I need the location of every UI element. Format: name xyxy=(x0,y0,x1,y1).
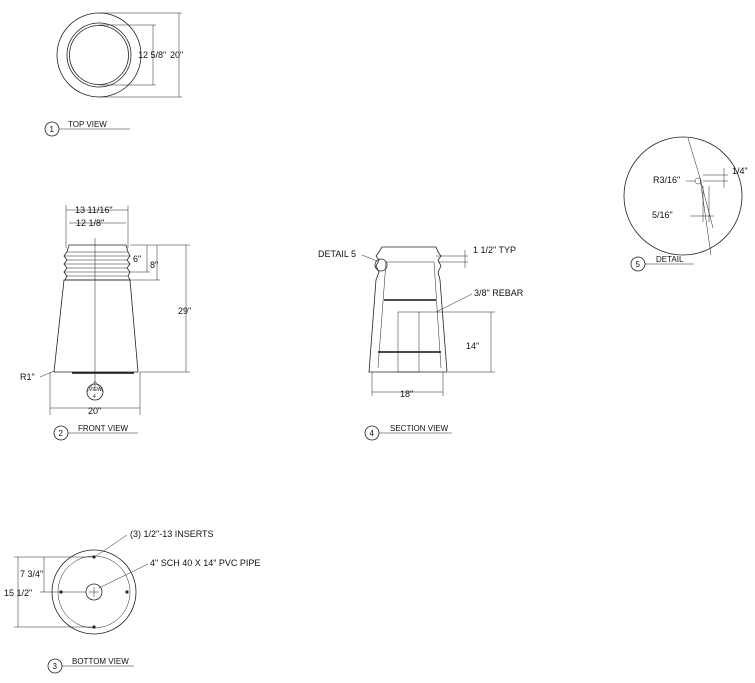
top-dim-inner: 12 5/8" xyxy=(138,50,166,60)
top-inner-ring xyxy=(69,25,129,85)
insert-bottom xyxy=(92,625,96,629)
section-view-number: 4 xyxy=(370,429,375,438)
section-dim-18: 18" xyxy=(400,389,413,399)
bottom-view-title: BOTTOM VIEW xyxy=(72,657,129,666)
front-view: VIEW 4 13 11/16" 12 1/8" 6" 8" 29" R1" 2… xyxy=(20,205,191,441)
detail-view: R3/16" 1/4" 5/16" 5 DETAIL xyxy=(623,136,748,272)
pvc-pipe xyxy=(397,311,420,373)
detail-view-title: DETAIL xyxy=(656,255,684,264)
top-inner-circle xyxy=(66,22,132,88)
detail-view-number: 5 xyxy=(636,260,641,269)
detail-dim-5-16: 5/16" xyxy=(652,210,673,220)
insert-right xyxy=(125,590,129,594)
front-dim-8: 8" xyxy=(150,260,158,270)
detail-5-marker xyxy=(374,258,388,272)
bottom-dim-half: 7 3/4" xyxy=(20,569,43,579)
detail-circle xyxy=(623,136,743,256)
bottom-view: (3) 1/2"-13 INSERTS 4" SCH 40 X 14" PVC … xyxy=(4,529,260,674)
top-view-number: 1 xyxy=(50,125,55,134)
section-detail-ref: DETAIL 5 xyxy=(318,249,356,259)
front-dim-6: 6" xyxy=(133,254,141,264)
bottom-note-inserts: (3) 1/2"-13 INSERTS xyxy=(130,529,214,539)
front-dim-radius: R1" xyxy=(20,372,35,382)
callout-bottom: 4 xyxy=(93,394,96,400)
bottom-note-pipe: 4" SCH 40 X 14" PVC PIPE xyxy=(150,558,260,568)
section-outline xyxy=(368,246,448,373)
front-dim-top-inner: 12 1/8" xyxy=(76,218,104,228)
top-dim-outer: 20" xyxy=(170,50,183,60)
section-note-typ: 1 1/2" TYP xyxy=(473,245,516,255)
front-view-number: 2 xyxy=(59,429,64,438)
bottom-view-number: 3 xyxy=(53,662,58,671)
top-view-title: TOP VIEW xyxy=(68,120,107,129)
front-body xyxy=(53,279,139,373)
front-cap xyxy=(63,244,131,281)
front-dim-top-outer: 13 11/16" xyxy=(75,205,113,215)
section-view: DETAIL 5 1 1/2" TYP 3/8" REBAR 14" 18" 4… xyxy=(318,245,524,441)
section-dim-14: 14" xyxy=(466,341,479,351)
detail-dim-quarter: 1/4" xyxy=(732,166,748,176)
front-dim-base: 20" xyxy=(88,406,101,416)
section-view-title: SECTION VIEW xyxy=(390,424,449,433)
detail-dim-radius: R3/16" xyxy=(653,175,680,185)
top-view: 12 5/8" 20" 1 TOP VIEW xyxy=(44,12,183,137)
section-note-rebar: 3/8" REBAR xyxy=(474,288,524,298)
front-view-title: FRONT VIEW xyxy=(78,424,129,433)
front-dim-height: 29" xyxy=(178,306,191,316)
callout-top: VIEW xyxy=(89,387,102,393)
insert-top xyxy=(92,555,96,559)
bottom-dim-full: 15 1/2" xyxy=(4,588,32,598)
